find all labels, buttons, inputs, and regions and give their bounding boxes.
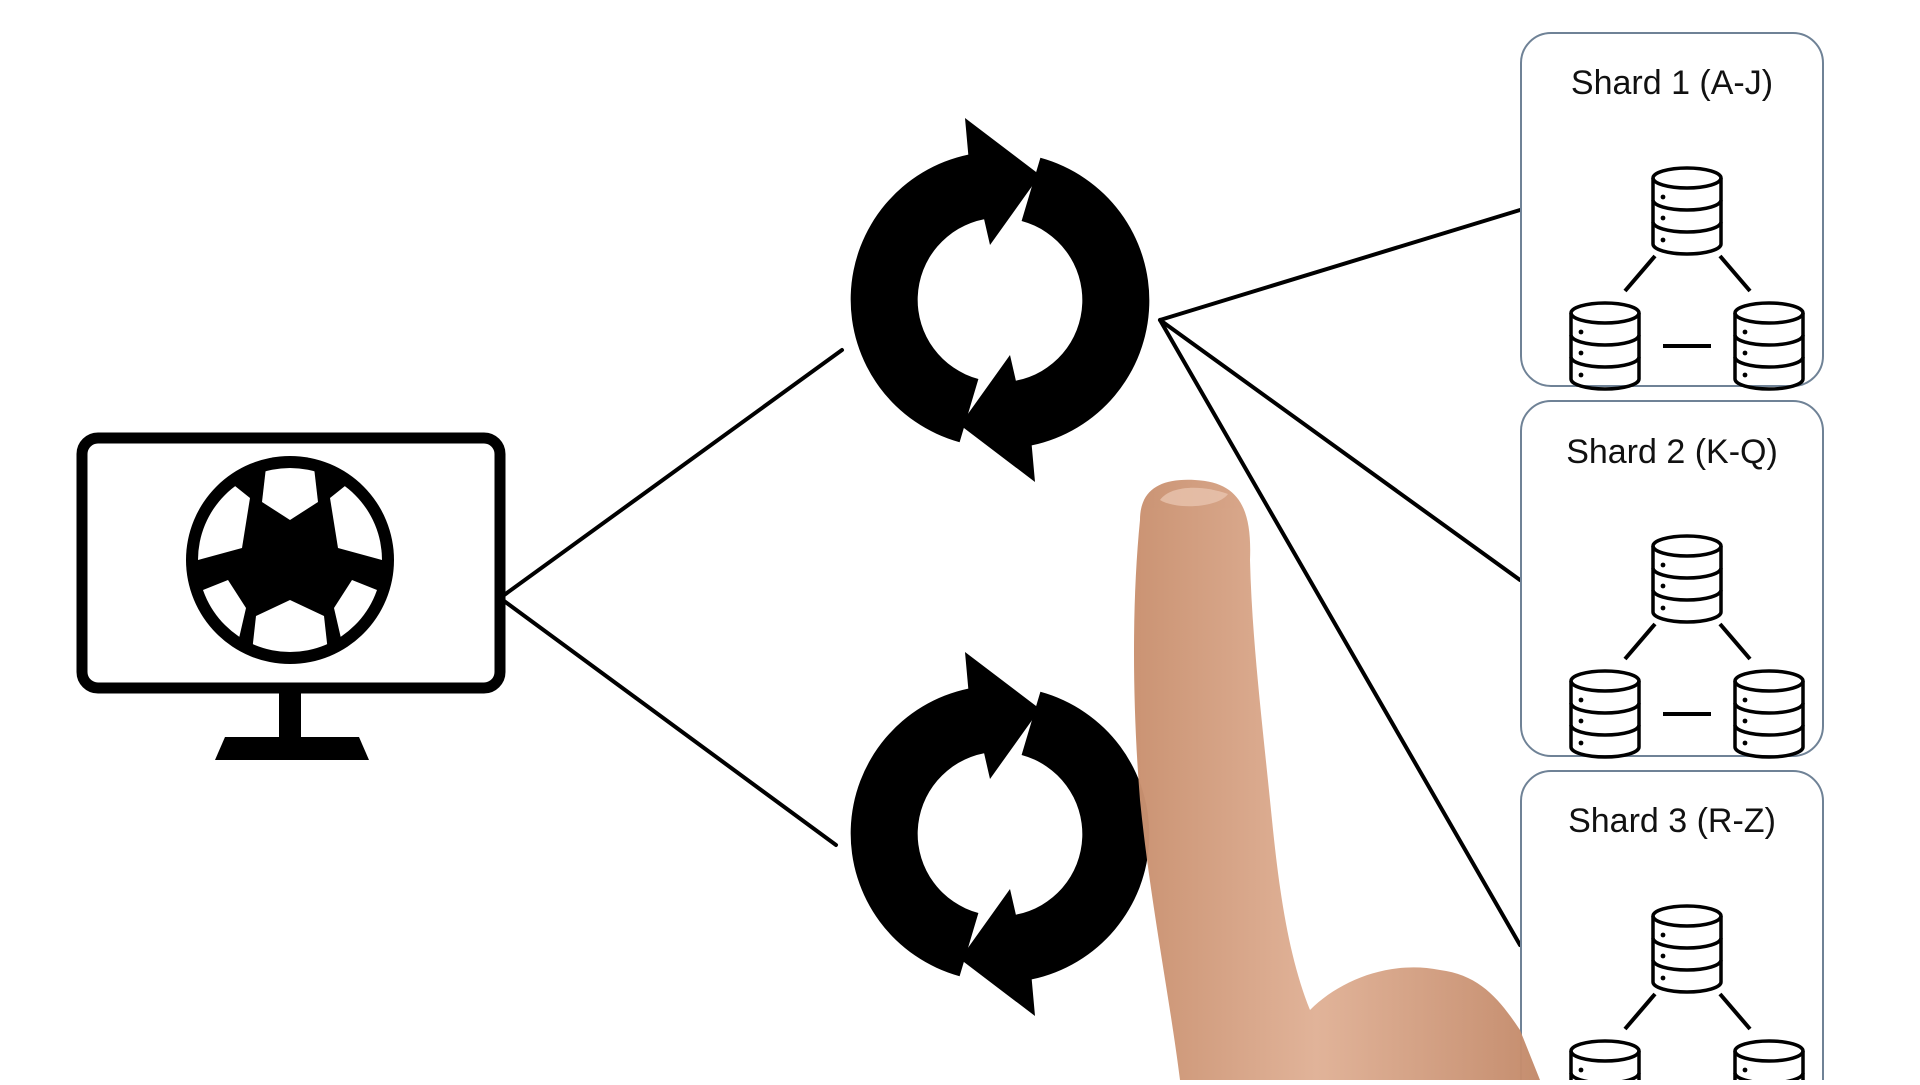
shard-title: Shard 3 (R-Z): [1568, 802, 1776, 840]
shard-card-2: Shard 2 (K-Q): [1520, 400, 1824, 757]
client-to-router-2-line: [498, 596, 838, 847]
sync-arrows-icon: [850, 118, 1150, 483]
client-to-router-1-line: [498, 348, 844, 600]
router-1-to-shard-1-line: [1158, 208, 1522, 322]
shard-card-3: Shard 3 (R-Z): [1520, 770, 1824, 1085]
router-2: [850, 652, 1150, 1017]
soccer-ball-icon: [186, 456, 394, 664]
monitor-with-soccer-ball-icon: [76, 432, 506, 760]
sync-arrows-icon: [850, 652, 1150, 1017]
shard-card-1: Shard 1 (A-J): [1520, 32, 1824, 389]
shard-title: Shard 2 (K-Q): [1566, 433, 1778, 471]
connection-lines: [498, 208, 1522, 947]
pointing-hand: [1134, 479, 1540, 1081]
router-1-to-shard-2-line: [1158, 318, 1522, 582]
router-1: [850, 118, 1150, 483]
router-1-to-shard-3-line: [1158, 318, 1522, 947]
shard-title: Shard 1 (A-J): [1571, 64, 1773, 102]
